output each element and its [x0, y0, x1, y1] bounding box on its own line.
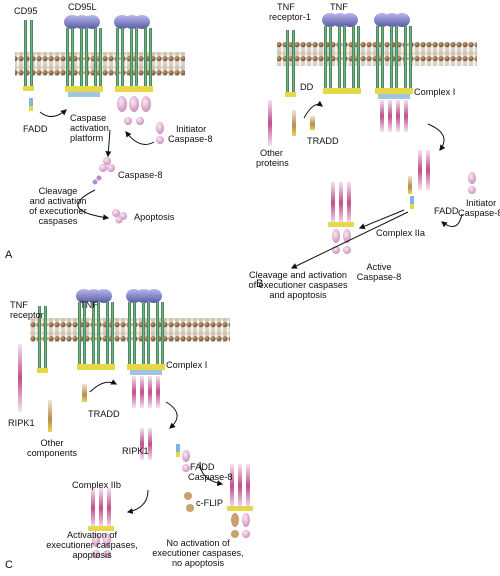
cleavage-label-a-1: Cleavage [38, 186, 78, 196]
cleavage-label-a-3: of executioner [29, 206, 87, 216]
tnfr1-label-1: TNF [277, 2, 295, 12]
cleavage-label-a-4: caspases [38, 216, 78, 226]
arrow-complex1-to-intermediate [427, 123, 446, 151]
ripk1-c-shape [140, 428, 152, 460]
cd95l-complex-1 [64, 15, 103, 97]
cleavage-label-b-2: of executioner caspases [248, 280, 348, 290]
cd95-receptor [23, 20, 34, 91]
cflip-label: c-FLIP [196, 498, 224, 508]
tnfr1-label-2: receptor-1 [269, 12, 311, 22]
platform-label-1: Caspase [70, 113, 107, 123]
activation-label-c-3: apoptosis [72, 550, 112, 560]
arrow-cleavage-to-apoptosis [77, 189, 110, 221]
complex1-label-c: Complex I [166, 360, 208, 370]
tnfr-receptor-c [37, 306, 48, 373]
fadd-c-shape [176, 444, 180, 457]
caspase8-label-a: Caspase-8 [118, 170, 163, 180]
other-proteins-b-shape [268, 100, 272, 146]
arrow-tradd-to-complex1-c [89, 379, 118, 393]
caspase8-cluster-a [92, 157, 115, 185]
activation-label-c-2: executioner caspases, [46, 540, 138, 550]
tnfr1-receptor [285, 30, 296, 97]
other-components-label-2: components [26, 448, 78, 458]
cd95l-label: CD95L [68, 2, 97, 12]
initiator-label-a-2: Caspase-8 [168, 134, 213, 144]
tradd-c-shape [82, 384, 87, 402]
other-proteins-label-2: proteins [256, 158, 289, 168]
arrow-fadd-to-complex2a [358, 209, 405, 229]
cleavage-label-b-3: and apoptosis [269, 290, 327, 300]
arrow-fadd-to-platform [39, 109, 67, 117]
activation-label-c-1: Activation of [66, 530, 118, 540]
no-activation-label-c-2: executioner caspases, [152, 548, 244, 558]
apoptosis-label-a: Apoptosis [134, 212, 175, 222]
arrow-to-complex2b-c [126, 489, 149, 514]
tradd-b-shape [292, 110, 296, 136]
complex2b-c-shape [88, 488, 114, 558]
initiator-label-b-2: Caspase-8 [458, 208, 500, 218]
panel-a-letter: A [5, 249, 13, 261]
dd-label: DD [300, 82, 314, 92]
initiator-label-a-1: Initiator [176, 124, 207, 134]
arrow-complex1-to-ripk1-c [165, 401, 178, 429]
tnf-complex-b1 [322, 13, 361, 94]
panel-b [268, 13, 477, 269]
complex2b-label: Complex IIb [72, 480, 122, 490]
tnf-label-c: TNF [80, 300, 98, 310]
panel-b-letter: B [256, 278, 264, 290]
tnfr-label-c-2: receptor [10, 310, 44, 320]
initiator-caspase8-b-shape [468, 172, 476, 194]
arrow-complex2a-to-apoptosis [290, 211, 409, 269]
tnf-complex-b2 [374, 13, 413, 132]
active-caspase8-label-2: Caspase-8 [356, 272, 402, 282]
complex1-label-b: Complex I [414, 87, 456, 97]
tradd-label-b: TRADD [307, 136, 339, 146]
other-components-label-1: Other [40, 438, 64, 448]
ripk1-c-left-shape [18, 344, 22, 412]
caspase8-c-shape [182, 450, 190, 472]
cleavage-label-b-1: Cleavage and activation [248, 270, 348, 280]
arrow-initiator-to-complex2a [441, 213, 463, 228]
arrow-to-no-apoptosis-c [199, 461, 224, 487]
fadd-label-c: FADD [190, 462, 215, 472]
other-components-c-shape [48, 400, 52, 432]
panel-c-letter: C [5, 559, 13, 571]
fadd-label-b: FADD [434, 206, 459, 216]
arrow-platform-to-caspase8 [105, 129, 112, 158]
tnf-complex-c2 [126, 289, 165, 408]
no-apoptosis-complex-c-shape [227, 464, 253, 538]
initiator-caspase8-a-shape [156, 122, 164, 144]
arrow-tradd-to-complex1 [303, 100, 323, 119]
active-caspase8-label-1: Active [366, 262, 392, 272]
cleavage-label-a-2: and activation [29, 196, 87, 206]
initiator-label-b-1: Initiator [466, 198, 497, 208]
caspase8-label-c: Caspase-8 [188, 472, 233, 482]
panel-c [18, 289, 253, 558]
intermediate-complex-b [408, 150, 430, 194]
other-proteins-label-1: Other [260, 148, 283, 158]
tradd-b-shape-2 [310, 116, 315, 130]
cd95-label: CD95 [14, 6, 38, 16]
fadd-a-shape [29, 98, 33, 111]
complex2a-label: Complex IIa [376, 228, 426, 238]
tnf-label-b: TNF [330, 2, 348, 12]
fadd-label-a: FADD [23, 124, 48, 134]
panel-a [15, 15, 185, 224]
tnf-complex-c1 [76, 289, 115, 370]
ripk1-label-c: RIPK1 [122, 446, 149, 456]
cd95l-complex-2 [114, 15, 153, 125]
tradd-label-c: TRADD [88, 409, 120, 419]
complex2a-b-shape [328, 182, 354, 254]
cflip-c-shape [184, 492, 194, 512]
no-activation-label-c-3: no apoptosis [171, 558, 225, 568]
tnfr-label-c-1: TNF [10, 300, 28, 310]
fadd-b-shape [410, 196, 414, 209]
no-activation-label-c-1: No activation of [166, 538, 230, 548]
arrow-initiator-to-platform [125, 131, 155, 145]
platform-label-2: activation [70, 123, 109, 133]
apoptosis-blob-a [112, 209, 127, 224]
platform-label-3: platform [70, 133, 104, 143]
ripk1-left-label: RIPK1 [8, 418, 35, 428]
